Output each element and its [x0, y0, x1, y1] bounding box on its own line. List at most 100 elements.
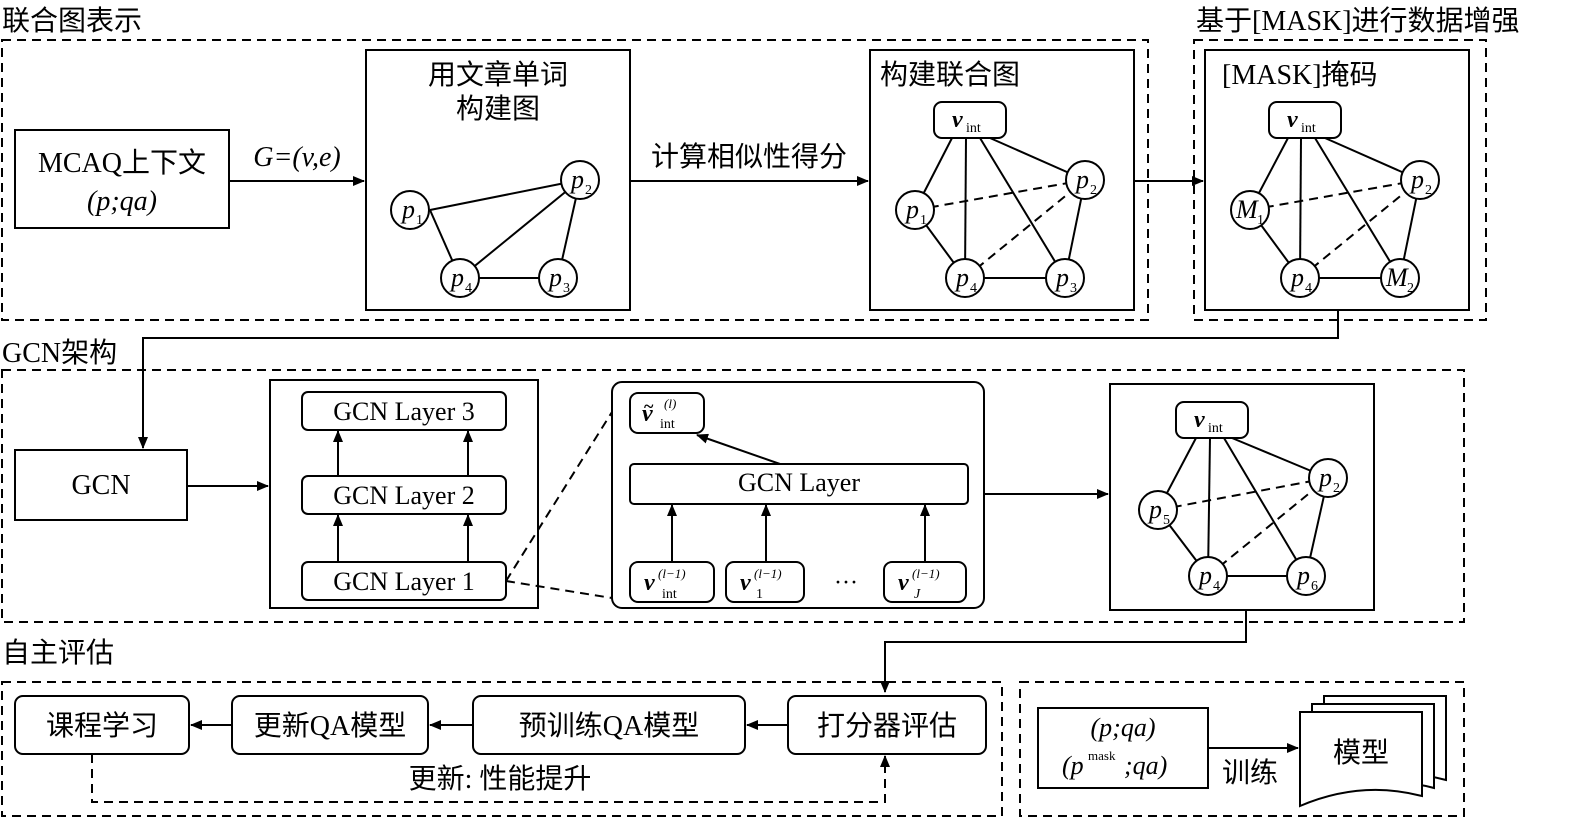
gcn-layer-3: GCN Layer 3 — [301, 391, 507, 431]
svg-text:2: 2 — [585, 183, 592, 198]
svg-text:v: v — [1194, 407, 1205, 433]
svg-text:p: p — [904, 195, 919, 224]
training-input-original: (p;qa) — [1091, 713, 1156, 742]
svg-text:(l−1): (l−1) — [658, 566, 686, 581]
svg-text:4: 4 — [970, 281, 977, 296]
mask-graph-title: [MASK]掩码 — [1222, 59, 1378, 91]
gcn-box — [14, 449, 188, 521]
node-v-int-prev: v (l−1) int — [629, 561, 715, 603]
gcn-layer-block: GCN Layer — [629, 463, 969, 505]
pretrain-qa-label: 预训练QA模型 — [519, 710, 699, 742]
svg-text:p: p — [1295, 561, 1310, 590]
graph-definition-label: G=(v,e) — [253, 142, 341, 173]
section-title-gcn-architecture: GCN架构 — [2, 337, 117, 369]
svg-text:v: v — [644, 570, 655, 596]
svg-text:(l): (l) — [664, 396, 676, 411]
model-label: 模型 — [1333, 737, 1389, 769]
svg-text:3: 3 — [563, 281, 570, 296]
svg-text:J: J — [914, 587, 921, 602]
word-graph-title-line1: 用文章单词 — [428, 59, 568, 91]
svg-text:4: 4 — [1213, 579, 1220, 594]
zoom-line-upper — [505, 411, 613, 582]
svg-text:p: p — [1289, 263, 1304, 292]
training-frame — [1019, 681, 1465, 817]
mcaq-context-label: MCAQ上下文 — [38, 147, 206, 179]
svg-text:v: v — [740, 570, 751, 596]
svg-text:2: 2 — [1090, 183, 1097, 198]
curriculum-learning-label: 课程学习 — [46, 710, 158, 742]
svg-text:v: v — [952, 107, 963, 133]
svg-text:int: int — [662, 587, 677, 602]
mcaq-context-box — [14, 129, 230, 229]
svg-text:v: v — [1287, 107, 1298, 133]
update-qa-label: 更新QA模型 — [254, 710, 406, 742]
svg-text:(p: (p — [1062, 751, 1084, 780]
svg-text:;qa): ;qa) — [1124, 751, 1167, 780]
svg-text:2: 2 — [1407, 281, 1414, 296]
training-input-masked: (p mask ;qa) — [1062, 748, 1167, 780]
svg-text:v: v — [898, 570, 909, 596]
svg-text:1: 1 — [756, 587, 763, 602]
joint-graph-frame — [1, 39, 1149, 321]
svg-text:p: p — [1147, 495, 1162, 524]
section-title-joint-graph: 联合图表示 — [2, 5, 142, 37]
svg-text:1: 1 — [920, 213, 927, 228]
svg-text:~: ~ — [644, 396, 654, 416]
svg-text:int: int — [660, 417, 675, 432]
svg-text:4: 4 — [465, 281, 472, 296]
svg-text:p: p — [1074, 165, 1089, 194]
svg-text:GCN Layer 2: GCN Layer 2 — [333, 481, 475, 510]
svg-text:2: 2 — [1425, 183, 1432, 198]
svg-text:(l−1): (l−1) — [754, 566, 782, 581]
svg-text:5: 5 — [1163, 513, 1170, 528]
feedback-loop-arrow — [91, 754, 890, 803]
training-input-box — [1037, 707, 1209, 789]
svg-text:p: p — [569, 165, 584, 194]
arrow-layer-to-v-tilde — [696, 433, 781, 465]
svg-text:4: 4 — [1305, 281, 1312, 296]
gcn-layer-2: GCN Layer 2 — [301, 475, 507, 515]
svg-text:p: p — [954, 263, 969, 292]
similarity-score-label: 计算相似性得分 — [651, 141, 847, 173]
node-vJ-prev: v (l−1) J — [883, 561, 967, 603]
svg-text:p: p — [547, 263, 562, 292]
node-v1-prev: v (l−1) 1 — [725, 561, 805, 603]
mcaq-context-input: (p;qa) — [87, 186, 157, 217]
svg-text:3: 3 — [1070, 281, 1077, 296]
svg-text:p: p — [400, 195, 415, 224]
feedback-loop-label: 更新: 性能提升 — [409, 763, 592, 795]
word-graph-title-line2: 构建图 — [456, 93, 540, 125]
model-stack-icon — [1299, 695, 1447, 808]
train-label: 训练 — [1222, 757, 1278, 789]
svg-text:(l−1): (l−1) — [912, 566, 940, 581]
arrow-output-to-scorer — [880, 610, 1247, 693]
svg-text:1: 1 — [416, 213, 423, 228]
svg-text:p: p — [1054, 263, 1069, 292]
svg-text:int: int — [966, 121, 981, 136]
curriculum-learning-box — [14, 695, 190, 755]
svg-text:M: M — [1385, 263, 1409, 292]
